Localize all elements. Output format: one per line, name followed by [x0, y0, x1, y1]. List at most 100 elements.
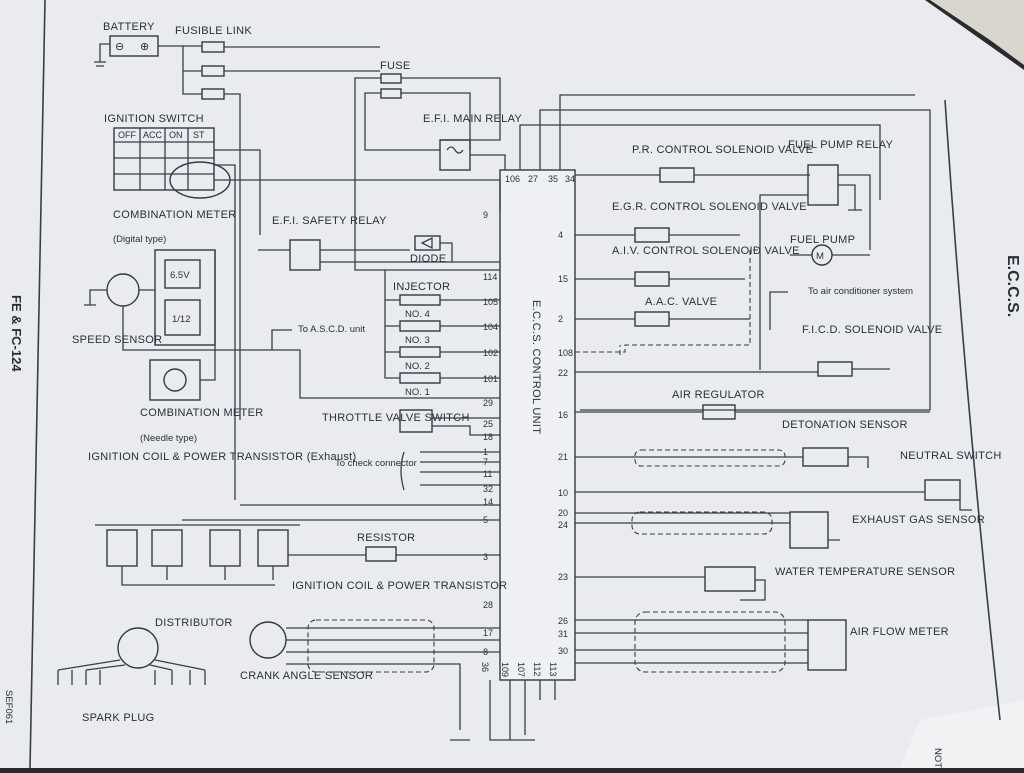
ign-pos-on: ON [169, 130, 183, 140]
cu-right-pin-10: 10 [558, 488, 568, 498]
distributor-label: DISTRIBUTOR [155, 617, 233, 629]
cu-left-pin-101: 101 [483, 374, 498, 384]
cu-right-pin-22: 22 [558, 368, 568, 378]
cu-right-pin-4: 4 [558, 230, 563, 240]
cu-left-pin-32: 32 [483, 484, 493, 494]
next-page-corner [900, 700, 1024, 768]
fuel-pump-relay-wires [759, 174, 871, 370]
cu-right-pin-20: 20 [558, 508, 568, 518]
fusible-link-label: FUSIBLE LINK [175, 25, 252, 37]
cu-left-pin-3: 3 [483, 552, 488, 562]
exhaust-gas-sensor: EXHAUST GAS SENSOR [575, 511, 985, 549]
water-temp-sensor-label: WATER TEMPERATURE SENSOR [775, 566, 955, 578]
comb-meter-digital-label: COMBINATION METER [113, 209, 236, 221]
fuse-label: FUSE [380, 60, 411, 72]
display-65v-box [164, 259, 201, 289]
detonation-sensor-wires [575, 456, 869, 468]
cu-bottom-pin-107: 107 [516, 662, 526, 677]
injector-wires [384, 270, 500, 379]
exhaust-gas-sensor-box [789, 511, 829, 549]
battery-minus: ⊖ [115, 41, 125, 53]
to-air-conditioner-wire [769, 291, 788, 330]
aac-valve: A.A.C. VALVE [575, 296, 750, 327]
neutral-switch: NEUTRAL SWITCH [575, 450, 1001, 511]
injector-no-3: NO. 3 [405, 335, 430, 346]
cu-left-pin-17: 17 [483, 628, 493, 638]
injector-no-4: NO. 4 [405, 309, 430, 320]
cu-right-pin-2: 2 [558, 314, 563, 324]
cu-left-pin-29: 29 [483, 398, 493, 408]
efi-safety-relay-label: E.F.I. SAFETY RELAY [272, 215, 387, 227]
injector-no-2: NO. 2 [405, 361, 430, 372]
fusible-link: FUSIBLE LINK [158, 25, 380, 420]
crank-angle-shield [307, 619, 435, 673]
injector-label: INJECTOR [393, 281, 450, 293]
cu-bottom-pin-112: 112 [532, 662, 542, 676]
ficd-valve-wires [575, 368, 890, 373]
aiv-control-valve: A.I.V. CONTROL SOLENOID VALVE [575, 245, 800, 287]
aiv-control-valve-label: A.I.V. CONTROL SOLENOID VALVE [612, 245, 800, 257]
efi-safety-relay-box [289, 239, 321, 271]
diode-label: DIODE [410, 253, 446, 265]
efi-main-relay-label: E.F.I. MAIN RELAY [423, 113, 522, 125]
air-flow-meter-label: AIR FLOW METER [850, 626, 949, 638]
page-margin-left [29, 0, 46, 769]
cu-right-pin-24: 24 [558, 520, 568, 530]
check-connector-label: To check connector [335, 458, 417, 469]
air-flow-meter-wires [575, 619, 808, 664]
cu-right-pin-16: 16 [558, 410, 568, 420]
diode: DIODE [410, 235, 453, 265]
distributor-circle [117, 627, 159, 669]
diode-symbol [420, 236, 453, 262]
crank-angle-wires [286, 627, 500, 730]
resistor-label: RESISTOR [357, 532, 415, 544]
page-stack [930, 0, 1024, 65]
cu-left-pin-25: 25 [483, 419, 493, 429]
check-connector-wires [400, 451, 500, 491]
ficd-valve: F.I.C.D. SOLENOID VALVE [575, 249, 942, 377]
speed-sensor: SPEED SENSOR [72, 250, 216, 351]
fuel-pump-relay: FUEL PUMP RELAY [759, 139, 893, 370]
display-65v: 6.5V [170, 270, 190, 281]
efi-main-relay-coil [446, 146, 464, 154]
neutral-switch-box [924, 479, 961, 501]
combination-meter-digital: COMBINATION METER (Digital type) 6.5V 1/… [113, 209, 236, 346]
cu-left-pin-105: 105 [483, 297, 498, 307]
ficd-dashed [575, 249, 760, 355]
cu-right-pin-26: 26 [558, 616, 568, 626]
neutral-switch-wires [575, 491, 972, 511]
ignition-coil: IGNITION COIL & POWER TRANSISTOR [292, 580, 507, 592]
cu-right-pin-21: 21 [558, 452, 568, 462]
cu-left-pin-104: 104 [483, 322, 498, 332]
combination-meter-needle: COMBINATION METER (Needle type) [140, 349, 500, 444]
control-unit-label: E.C.C.S. CONTROL UNIT [530, 300, 542, 434]
control-unit-box [499, 169, 576, 681]
ignition-switch-box [113, 127, 215, 191]
cu-top-pin-35: 35 [548, 174, 558, 184]
speed-sensor-label: SPEED SENSOR [72, 334, 162, 346]
crank-angle-sensor: CRANK ANGLE SENSOR [240, 619, 500, 730]
exhaust-gas-shield [631, 511, 773, 535]
cu-left-pin-14: 14 [483, 497, 493, 507]
comb-meter-digital-sub: (Digital type) [113, 234, 166, 245]
cu-right-pin-108: 108 [558, 348, 573, 358]
speed-sensor-wires [84, 250, 216, 351]
fuel-pump-m: M [816, 251, 824, 262]
fusible-link-wires [158, 45, 380, 420]
ign-coil-exhaust-label: IGNITION COIL & POWER TRANSISTOR (Exhaus… [88, 451, 357, 463]
pr-control-valve-label: P.R. CONTROL SOLENOID VALVE [632, 144, 813, 156]
cu-bottom-pin-109: 109 [500, 662, 510, 677]
to-air-conditioner-label: To air conditioner system [808, 286, 913, 297]
cu-top-pin-106: 106 [505, 174, 520, 184]
ground-wires [450, 680, 556, 741]
resistor: RESISTOR [288, 532, 500, 562]
cu-left-pin-102: 102 [483, 348, 498, 358]
efi-main-relay: E.F.I. MAIN RELAY [423, 94, 931, 411]
cu-bottom-pin-36: 36 [480, 662, 490, 672]
to-ascd-label: To A.S.C.D. unit [298, 324, 365, 335]
air-regulator-label: AIR REGULATOR [672, 389, 765, 401]
cu-right-pin-31: 31 [558, 629, 568, 639]
